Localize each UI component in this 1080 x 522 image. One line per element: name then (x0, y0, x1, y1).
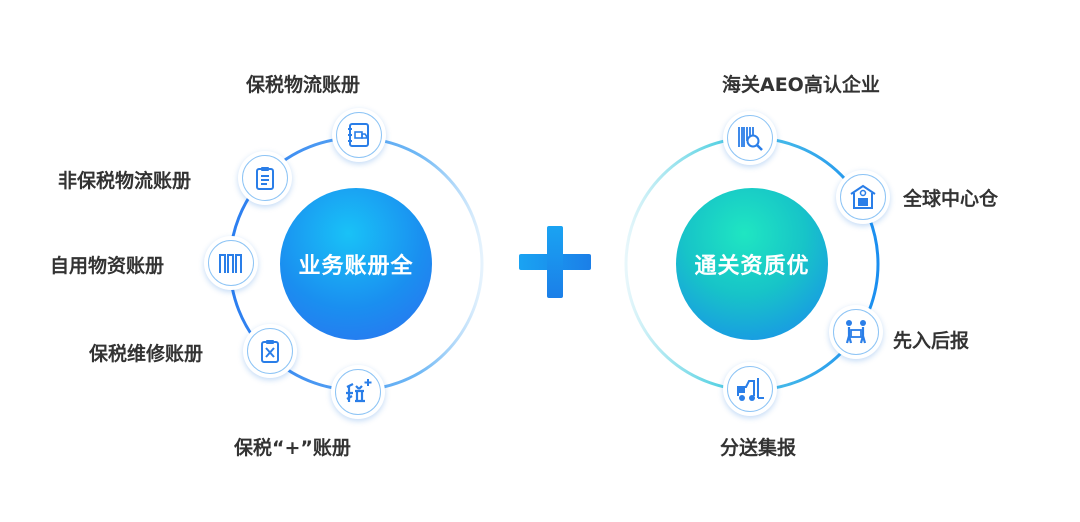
node-aeo-enterprise (723, 111, 777, 165)
node-enter-first-declare-later (829, 305, 883, 359)
label-self-use-materials: 自用物资账册 (50, 255, 165, 277)
label-non-bonded-logistics: 非保税物流账册 (58, 170, 192, 192)
left-hub: 业务账册全 (280, 188, 432, 340)
clipboard-icon (256, 167, 274, 190)
right-hub: 通关资质优 (676, 188, 828, 340)
label-bonded-plus: 保税“+”账册 (234, 437, 351, 459)
logistics-book-icon (348, 123, 369, 147)
node-bonded-plus (331, 365, 385, 419)
plus-vertical-bar (547, 226, 563, 298)
bonded-plus-icon (346, 379, 372, 403)
left-hub-label: 业务账册全 (298, 254, 414, 279)
label-distribution-collective-declaration: 分送集报 (720, 437, 797, 459)
barcode-search-icon (738, 127, 763, 151)
right-hub-label: 通关资质优 (694, 254, 810, 279)
label-enter-first-declare-later: 先入后报 (893, 330, 970, 352)
label-bonded-logistics: 保税物流账册 (246, 74, 361, 96)
bars-icon (219, 254, 242, 273)
label-global-center-warehouse: 全球中心仓 (903, 188, 999, 210)
node-bonded-logistics (332, 108, 386, 162)
node-global-center-warehouse (836, 170, 890, 224)
handshake-icon (845, 320, 867, 344)
node-distribution-collective-declaration (723, 362, 777, 416)
label-bonded-repair: 保税维修账册 (89, 343, 204, 365)
node-self-use-materials (204, 236, 258, 290)
repair-clipboard-icon (261, 340, 279, 363)
warehouse-icon (850, 184, 876, 209)
forklift-icon (737, 378, 764, 401)
node-non-bonded-logistics (238, 151, 292, 205)
label-aeo-enterprise: 海关AEO高认企业 (722, 74, 880, 96)
node-bonded-repair (243, 324, 297, 378)
